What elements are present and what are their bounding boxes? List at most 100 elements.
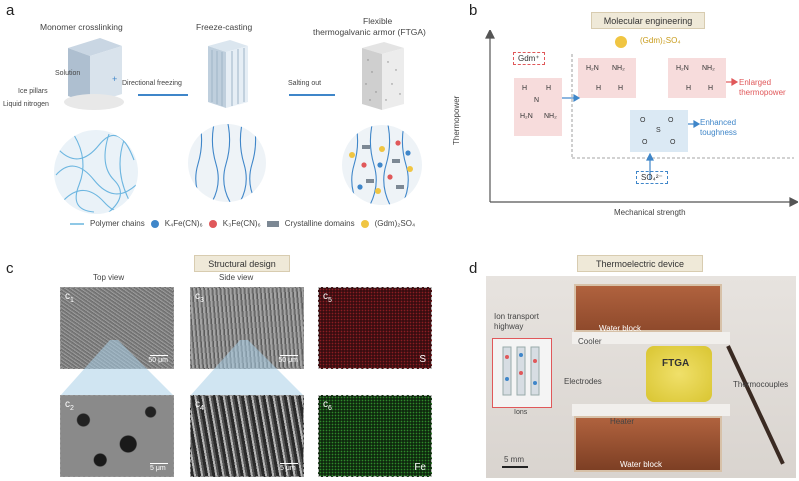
label-thermocouples: Thermocouples: [733, 380, 789, 389]
photo-scale-label: 5 mm: [504, 455, 524, 464]
freeze-casting-illustration: [208, 40, 248, 108]
thermocouple-wire: [726, 345, 785, 465]
panel-d-header: Thermoelectric device: [577, 255, 703, 272]
arrow-label-salting-out: Salting out: [288, 80, 322, 87]
callout-ice-pillars: Ice pillars: [18, 88, 48, 95]
salt-label-gdm-so4: (Gdm)₂SO₄: [640, 36, 681, 45]
step-flexible: Flexible: [363, 16, 393, 26]
svg-text:H: H: [522, 85, 527, 92]
label-water-block-bottom: Water block: [620, 460, 662, 469]
sem-tile-c6: c6 Fe: [318, 395, 432, 477]
polymer-network-circle: [54, 130, 138, 214]
label-electrodes: Electrodes: [564, 377, 602, 386]
svg-text:H₂N: H₂N: [676, 65, 689, 72]
sem-tile-c5: c5 S: [318, 287, 432, 369]
label-water-block-top: Water block: [599, 324, 641, 333]
tile-label-c4: c4: [195, 399, 204, 412]
panel-b-label: b: [469, 2, 478, 19]
step-monomer-crosslinking: Monomer crosslinking: [40, 22, 123, 32]
tile-label-c3: c3: [195, 291, 204, 304]
legend-swatch-polymer-chains: [70, 222, 84, 225]
legend-label-ferrocyanide: K₄Fe(CN)₆: [164, 219, 203, 228]
heater-plate: [572, 404, 730, 416]
svg-text:O: O: [670, 139, 676, 146]
enlarged-line-2: thermopower: [739, 88, 786, 97]
legend-swatch-ferricyanide: [208, 219, 217, 228]
legend-swatch-crystalline-domains: [266, 220, 279, 227]
sem-tile-c2: c2 5 μm: [60, 395, 174, 477]
inset-title-1: Ion transport: [494, 312, 539, 321]
svg-text:+: +: [112, 74, 117, 84]
panel-d-label: d: [469, 260, 478, 277]
legend-label-crystalline-domains: Crystalline domains: [284, 219, 355, 228]
legend-label-ferricyanide: K₃Fe(CN)₆: [222, 219, 261, 228]
inset-box: [492, 338, 552, 408]
so4-tag: SO₄²⁻: [636, 171, 668, 184]
tile-label-c6: c6: [323, 399, 332, 412]
step-freeze-casting: Freeze-casting: [196, 22, 253, 32]
svg-text:H: H: [618, 85, 623, 92]
gdm-tag: Gdm⁺: [513, 52, 545, 65]
legend-swatch-ferrocyanide: [150, 219, 159, 228]
tile-label-c5: c5: [323, 291, 332, 304]
panel-b-header: Molecular engineering: [591, 12, 705, 29]
zoom-wedges: [60, 340, 304, 396]
element-label-s: S: [419, 354, 426, 365]
scale-bar-c1: 50 μm: [148, 355, 168, 364]
photo-scale-bar: [502, 466, 528, 468]
enhanced-line-2: toughness: [700, 128, 737, 137]
inset-title-2: highway: [494, 322, 524, 331]
svg-text:H: H: [596, 85, 601, 92]
sem-tile-c4: c4 5 μm: [190, 395, 304, 477]
arrow-salting-out: [289, 94, 335, 96]
panel-b-ylabel: Thermopower: [452, 95, 461, 145]
inset-ions: Ions: [514, 409, 528, 416]
svg-text:H: H: [686, 85, 691, 92]
svg-text:N: N: [534, 97, 539, 104]
water-block-bottom: [574, 416, 722, 472]
svg-text:H₂N: H₂N: [520, 113, 533, 120]
svg-text:H: H: [708, 85, 713, 92]
view-side: Side view: [219, 273, 254, 282]
panel-c-label: c: [6, 260, 14, 277]
svg-text:H: H: [546, 85, 551, 92]
scale-bar-c2: 5 μm: [150, 463, 168, 472]
svg-text:H₂N: H₂N: [586, 65, 599, 72]
svg-text:NH₂: NH₂: [544, 113, 557, 120]
legend-label-gdm-so4: (Gdm)₂SO₄: [374, 219, 416, 228]
label-cooler: Cooler: [578, 337, 602, 346]
enhanced-line-1: Enhanced: [700, 118, 737, 127]
panel-c-header: Structural design: [194, 255, 290, 272]
legend-panel-a: Polymer chains K₄Fe(CN)₆ K₃Fe(CN)₆ Cryst…: [70, 219, 415, 228]
element-label-fe: Fe: [414, 462, 426, 473]
callout-solution: Solution: [55, 70, 81, 77]
arrow-directional-freezing: [138, 94, 188, 96]
legend-swatch-gdm-so4: [360, 219, 369, 228]
enlarged-line-1: Enlarged: [739, 78, 772, 87]
callout-liquid-nitrogen: Liquid nitrogen: [3, 101, 49, 108]
view-top: Top view: [93, 273, 125, 282]
aligned-chains-circle: [188, 124, 266, 202]
scale-bar-c4: 5 μm: [280, 463, 298, 472]
scale-bar-c3: 50 μm: [278, 355, 298, 364]
panel-a-label: a: [6, 2, 15, 19]
label-ftga: FTGA: [662, 358, 690, 369]
step-ftga: thermogalvanic armor (FTGA): [313, 27, 426, 37]
monomer-crosslinking-illustration: +: [64, 38, 124, 110]
tile-label-c2: c2: [65, 399, 74, 412]
ftga-sample: [646, 346, 712, 402]
label-heater: Heater: [610, 417, 635, 426]
ftga-illustration: [362, 42, 404, 110]
svg-text:O: O: [640, 117, 646, 124]
arrow-label-directional-freezing: Directional freezing: [122, 80, 182, 87]
ftga-structure-circle: [342, 125, 422, 205]
svg-text:NH₂: NH₂: [612, 65, 625, 72]
water-block-top: [574, 284, 722, 332]
svg-text:S: S: [656, 127, 661, 134]
tile-label-c1: c1: [65, 291, 74, 304]
svg-text:NH₂: NH₂: [702, 65, 715, 72]
cooler-plate: [572, 332, 730, 344]
svg-text:O: O: [642, 139, 648, 146]
device-photo: [486, 276, 796, 478]
